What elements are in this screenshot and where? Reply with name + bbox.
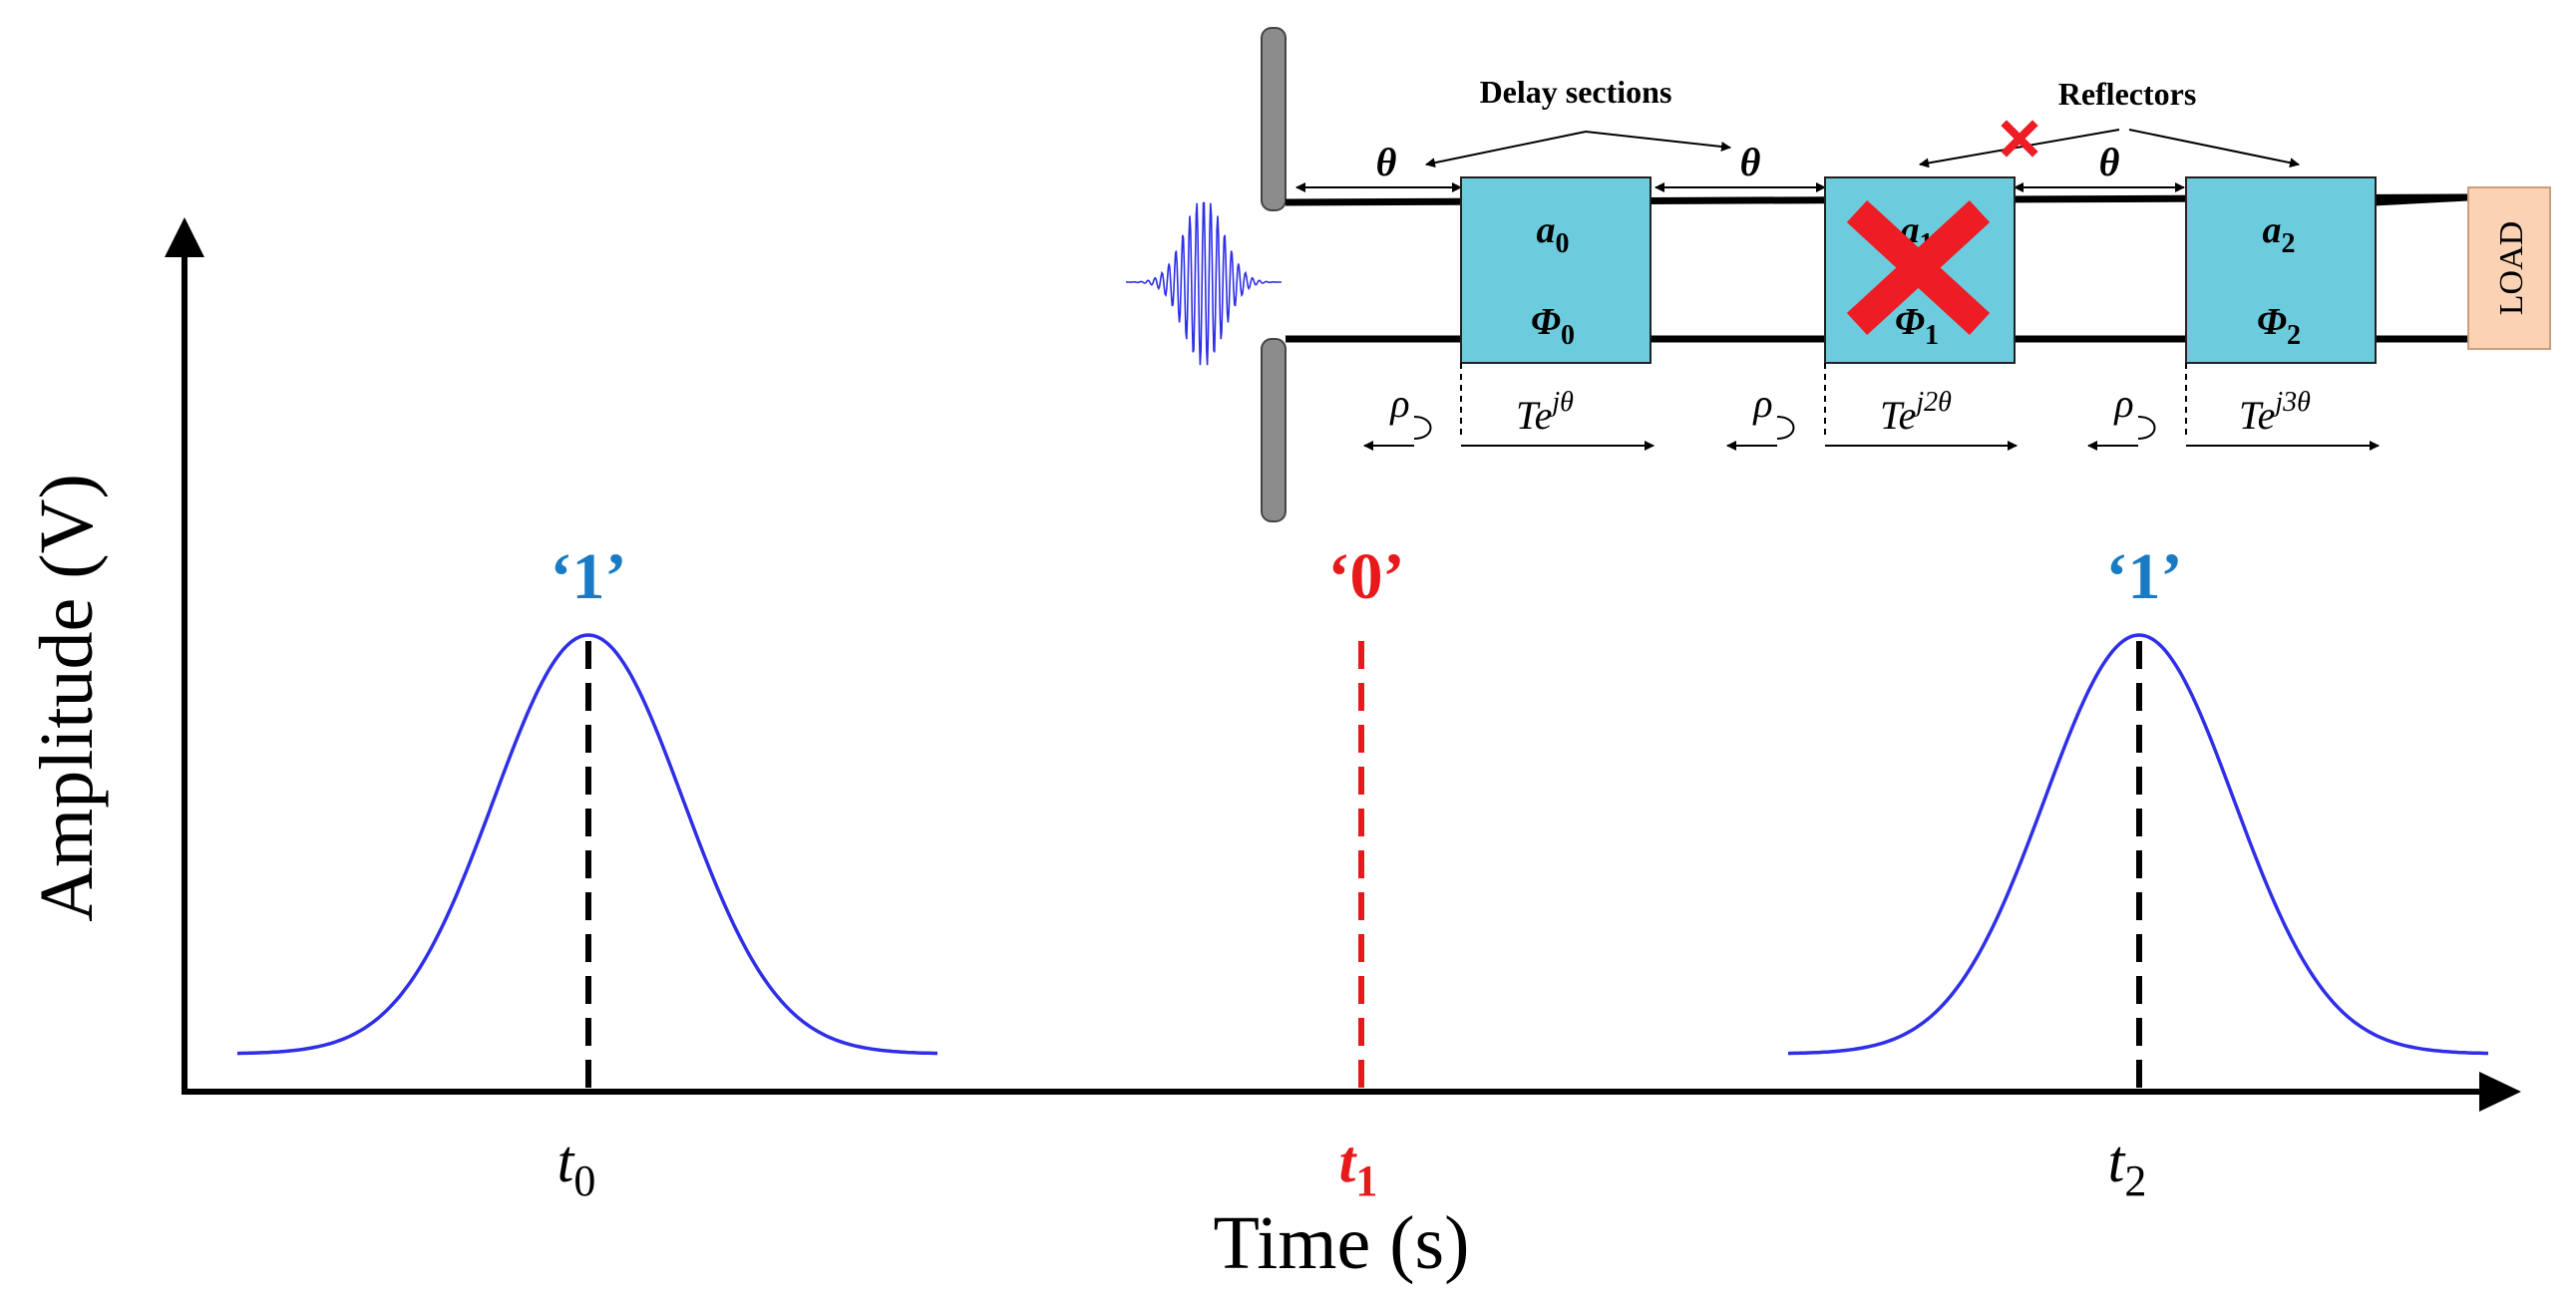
rho-T-annotation-2: ρ Tej3θ: [2087, 381, 2380, 451]
svg-text:ρ: ρ: [1388, 381, 1409, 426]
svg-text:Tej2θ: Tej2θ: [1880, 387, 1952, 438]
reflector-1: a1 Φ1: [1824, 176, 2016, 364]
bit-label-0: ‘1’: [551, 540, 627, 613]
input-wavelet: [1126, 201, 1282, 366]
reflectors-label: Reflectors: [2058, 76, 2197, 112]
svg-text:θ: θ: [2099, 140, 2120, 184]
svg-text:a2: a2: [2263, 209, 2296, 259]
y-axis-arrowhead: [165, 217, 204, 257]
x-axis-arrowhead: [2479, 1072, 2521, 1112]
svg-text:a0: a0: [1537, 209, 1570, 259]
reflector-cross-small: [2001, 120, 2038, 158]
tick-label-t0: t0: [557, 1129, 596, 1205]
svg-text:LOAD: LOAD: [2493, 221, 2530, 315]
svg-text:Φ2: Φ2: [2257, 301, 2301, 351]
inset-diagram: Delay sections Reflectors θ θ θ: [1126, 27, 2551, 522]
pulse-t0: [236, 633, 937, 1056]
delay-sections-label: Delay sections: [1480, 74, 1672, 110]
theta-dimension-3: θ: [2014, 140, 2185, 192]
delay-label-arrow-left: [1425, 131, 1587, 168]
reflector-0: a0 Φ0: [1460, 176, 1652, 364]
tick-label-t2: t2: [2108, 1129, 2147, 1205]
y-axis-label: Amplitude (V): [25, 474, 109, 922]
theta-dimension-1: θ: [1295, 140, 1462, 192]
svg-text:θ: θ: [1376, 140, 1397, 184]
svg-text:θ: θ: [1740, 140, 1761, 184]
pillar-bottom: [1261, 338, 1287, 522]
svg-text:Tejθ: Tejθ: [1516, 387, 1574, 438]
rho-T-annotation-0: ρ Tejθ: [1363, 381, 1655, 451]
reflectors-arrow-right: [2128, 129, 2300, 168]
theta-dimension-2: θ: [1655, 140, 1826, 192]
bit-label-2: ‘1’: [2106, 540, 2183, 613]
svg-text:Φ1: Φ1: [1895, 301, 1939, 351]
reflector-2: a2 Φ2: [2185, 176, 2377, 364]
delay-label-arrow-right: [1585, 131, 1731, 152]
reflector-removed-cross: [1846, 199, 1991, 336]
load-block: LOAD: [2467, 186, 2551, 350]
svg-text:Tej3θ: Tej3θ: [2239, 387, 2311, 438]
svg-text:Φ0: Φ0: [1531, 301, 1575, 351]
tick-label-t1: t1: [1339, 1129, 1378, 1205]
x-axis-label: Time (s): [1214, 1201, 1470, 1285]
pillar-top: [1261, 27, 1287, 211]
pulse-t2: [1787, 633, 2488, 1056]
reflectors-arrow-left: [1919, 129, 2120, 168]
line-top-load: [2373, 193, 2469, 206]
svg-text:ρ: ρ: [1751, 381, 1772, 426]
rho-T-annotation-1: ρ Tej2θ: [1726, 381, 2018, 451]
svg-text:ρ: ρ: [2112, 381, 2133, 426]
bit-label-1: ‘0’: [1328, 540, 1405, 613]
